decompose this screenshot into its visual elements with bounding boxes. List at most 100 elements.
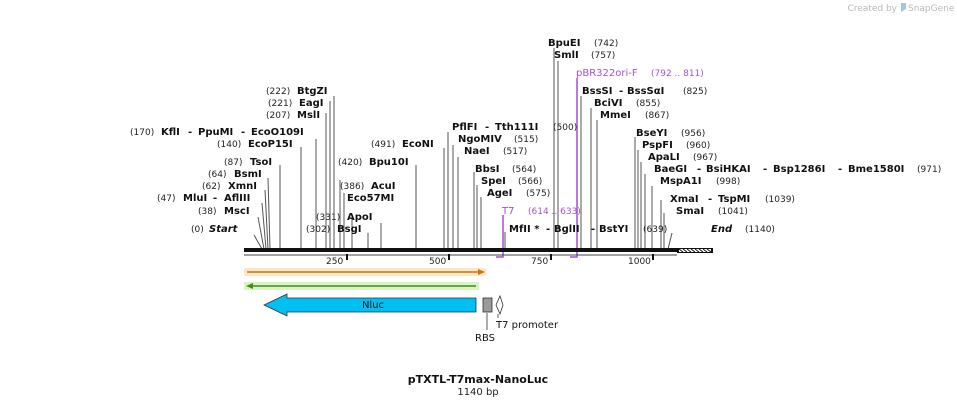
site-smli[interactable]: SmlI (757) [554, 50, 615, 61]
svg-text:(742): (742) [594, 39, 618, 49]
site-bseyi[interactable]: BseYI (956) [636, 128, 705, 139]
site-apoi[interactable]: (331) ApoI [316, 212, 373, 223]
cut-site-lines [253, 48, 673, 250]
site-bbsi[interactable]: BbsI (564) [475, 164, 536, 175]
svg-text:BpuEI: BpuEI [548, 38, 580, 49]
sequence-backbone [244, 248, 713, 260]
svg-text:BsmI: BsmI [234, 169, 262, 180]
site-btgzi[interactable]: (222) BtgZI [266, 86, 328, 97]
svg-text:EcoO109I: EcoO109I [251, 127, 304, 138]
svg-text:-: - [188, 127, 192, 138]
svg-text:Bme1580I: Bme1580I [848, 164, 904, 175]
svg-text:-: - [485, 122, 489, 133]
svg-text:(792 .. 811): (792 .. 811) [651, 69, 704, 79]
svg-text:XmnI: XmnI [228, 181, 257, 192]
svg-text:EcoP15I: EcoP15I [248, 139, 293, 150]
site-mlui-afliii[interactable]: (47) MluI - AflIII [157, 193, 250, 204]
svg-text:(331): (331) [316, 213, 340, 223]
svg-text:(757): (757) [591, 51, 615, 61]
site-spei[interactable]: SpeI (566) [481, 176, 542, 187]
svg-text:(64): (64) [208, 170, 226, 180]
svg-text:(38): (38) [198, 207, 216, 217]
ruler-tick-750: 750 [531, 257, 548, 267]
svg-text:-: - [763, 164, 767, 175]
svg-text:-: - [697, 164, 701, 175]
svg-text:TspMI: TspMI [718, 194, 750, 205]
site-baegi-bsihkai-bsp1286i-bme1580i[interactable]: BaeGI - BsiHKAI - Bsp1286I - Bme1580I (9… [654, 164, 941, 175]
ruler-tick-1000: 1000 [628, 257, 651, 267]
svg-text:(140): (140) [217, 140, 241, 150]
svg-text:BssSαI: BssSαI [627, 86, 664, 97]
site-smai[interactable]: SmaI (1041) [676, 206, 748, 217]
site-econi[interactable]: (491) EcoNI [371, 139, 434, 150]
t7-promoter-label: T7 promoter [495, 320, 559, 331]
site-bpu10i[interactable]: (420) Bpu10I [338, 157, 409, 168]
svg-text:MslI: MslI [297, 110, 320, 121]
site-mfli-bglii-bstyi[interactable]: MfII * - BglII - BstYI (639) [509, 224, 667, 235]
ruler-tick-500: 500 [429, 257, 446, 267]
site-ecop15i[interactable]: (140) EcoP15I [217, 139, 293, 150]
svg-text:(956): (956) [681, 129, 705, 139]
t7-promoter-feature[interactable] [495, 294, 504, 316]
primer-markers [496, 78, 578, 258]
svg-text:SmaI: SmaI [676, 206, 704, 217]
site-msli[interactable]: (207) MslI [266, 110, 320, 121]
svg-text:-: - [241, 127, 245, 138]
svg-text:KflI: KflI [161, 127, 180, 138]
svg-text:(500): (500) [553, 123, 577, 133]
rbs-feature[interactable] [482, 297, 493, 313]
site-bsssi-bsssai[interactable]: BssSI - BssSαI (825) [582, 86, 707, 97]
site-acui[interactable]: (386) AcuI [340, 181, 396, 192]
snapgene-icon [901, 3, 906, 12]
svg-text:(1041): (1041) [718, 207, 748, 217]
svg-text:(566): (566) [518, 177, 542, 187]
svg-text:NaeI: NaeI [464, 146, 490, 157]
svg-text:(517): (517) [503, 147, 527, 157]
svg-text:(614 .. 633): (614 .. 633) [528, 207, 581, 217]
site-eagi[interactable]: (221) EagI [268, 98, 323, 109]
site-bsgi[interactable]: (302) BsgI [306, 224, 361, 235]
site-mspa1i[interactable]: MspA1I (998) [660, 176, 740, 187]
svg-text:SpeI: SpeI [481, 176, 506, 187]
site-ngomiv[interactable]: NgoMIV (515) [458, 134, 538, 145]
site-kfli-ppumi-ecoo109i[interactable]: (170) KflI - PpuMI - EcoO109I [130, 127, 304, 138]
site-mmei[interactable]: MmeI (867) [600, 110, 669, 121]
svg-text:EcoNI: EcoNI [402, 139, 434, 150]
svg-text:(47): (47) [157, 194, 175, 204]
site-pflfi-tth111i[interactable]: PflFI - Tth111I (500) [452, 122, 577, 133]
svg-text:Eco57MI: Eco57MI [347, 193, 394, 204]
svg-text:(998): (998) [716, 177, 740, 187]
svg-text:(867): (867) [645, 111, 669, 121]
site-naei[interactable]: NaeI (517) [464, 146, 527, 157]
site-pspfi[interactable]: PspFI (960) [642, 140, 710, 151]
svg-text:PpuMI: PpuMI [198, 127, 233, 138]
site-xmai-tspmi[interactable]: XmaI - TspMI (1039) [670, 194, 795, 205]
svg-text:-: - [213, 193, 217, 204]
svg-text:BsgI: BsgI [337, 224, 361, 235]
nluc-feature[interactable] [263, 293, 477, 317]
svg-text:BbsI: BbsI [475, 164, 499, 175]
site-bcivi[interactable]: BciVI (855) [594, 98, 660, 109]
svg-text:(564): (564) [512, 165, 536, 175]
svg-text:(639): (639) [643, 225, 667, 235]
site-bpuei[interactable]: BpuEI (742) [548, 38, 618, 49]
svg-text:T7: T7 [501, 206, 514, 217]
primer-pbr322ori-f[interactable]: pBR322ori-F (792 .. 811) [576, 68, 704, 79]
orf-reverse-arrow [244, 282, 479, 290]
svg-text:NgoMIV: NgoMIV [458, 134, 502, 145]
site-tsoi[interactable]: (87) TsoI [224, 157, 272, 168]
site-eco57mi[interactable]: Eco57MI [347, 193, 394, 204]
svg-text:AcuI: AcuI [371, 181, 396, 192]
svg-text:(960): (960) [686, 141, 710, 151]
svg-text:EagI: EagI [299, 98, 323, 109]
site-msci[interactable]: (38) MscI [198, 206, 250, 217]
site-xmni[interactable]: (62) XmnI [202, 181, 257, 192]
primer-t7[interactable]: T7 (614 .. 633) [501, 206, 581, 217]
svg-text:(170): (170) [130, 128, 154, 138]
svg-text:-: - [546, 224, 550, 235]
site-apali[interactable]: ApaLI (967) [648, 152, 717, 163]
site-bsmi[interactable]: (64) BsmI [208, 169, 262, 180]
site-agei[interactable]: AgeI (575) [487, 188, 550, 199]
svg-text:(855): (855) [636, 99, 660, 109]
